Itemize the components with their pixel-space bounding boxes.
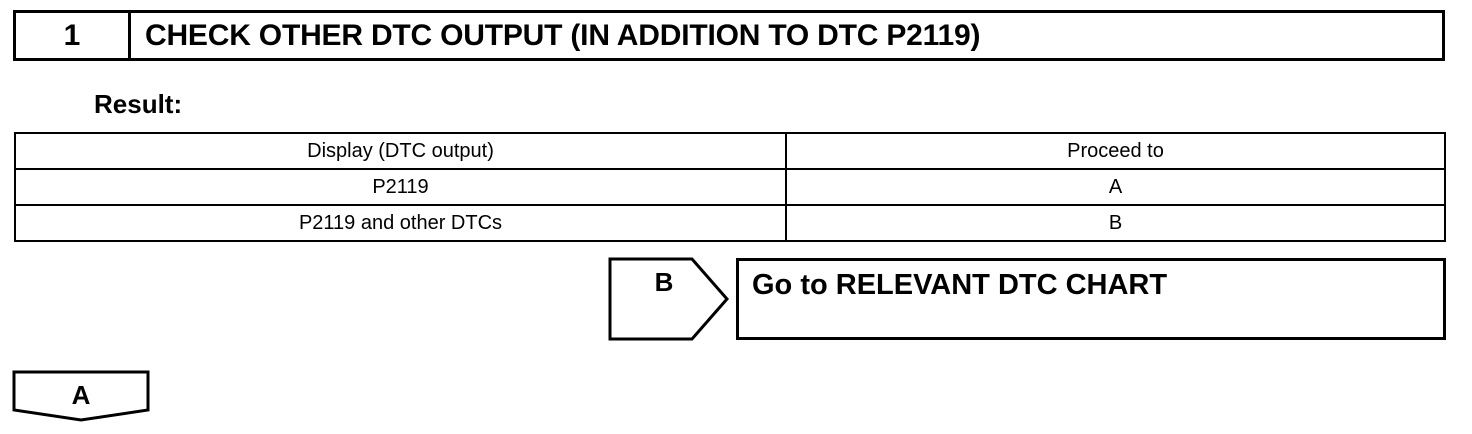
- branch-a-letter: A: [71, 380, 91, 410]
- table-row: P2119 and other DTCs B: [14, 204, 1446, 242]
- step-number: 1: [16, 13, 131, 58]
- column-header-display: Display (DTC output): [14, 132, 787, 170]
- down-arrow-icon: [12, 370, 150, 422]
- table-cell-proceed-to: A: [785, 168, 1446, 206]
- table-cell-display: P2119 and other DTCs: [14, 204, 787, 242]
- right-arrow-icon: [608, 257, 729, 341]
- result-table: Display (DTC output) Proceed to P2119 A …: [14, 132, 1446, 242]
- column-header-proceed-to: Proceed to: [785, 132, 1446, 170]
- table-row: P2119 A: [14, 168, 1446, 206]
- branch-b-arrow[interactable]: B: [608, 257, 730, 341]
- step-header: 1 CHECK OTHER DTC OUTPUT (IN ADDITION TO…: [13, 10, 1445, 61]
- result-label: Result:: [94, 89, 183, 119]
- branch-b-action[interactable]: Go to RELEVANT DTC CHART: [736, 258, 1446, 340]
- table-cell-display: P2119: [14, 168, 787, 206]
- step-title: CHECK OTHER DTC OUTPUT (IN ADDITION TO D…: [145, 18, 981, 52]
- table-cell-proceed-to: B: [785, 204, 1446, 242]
- table-header-row: Display (DTC output) Proceed to: [14, 132, 1446, 170]
- branch-b-letter: B: [654, 267, 674, 297]
- branch-a-arrow[interactable]: A: [12, 370, 150, 422]
